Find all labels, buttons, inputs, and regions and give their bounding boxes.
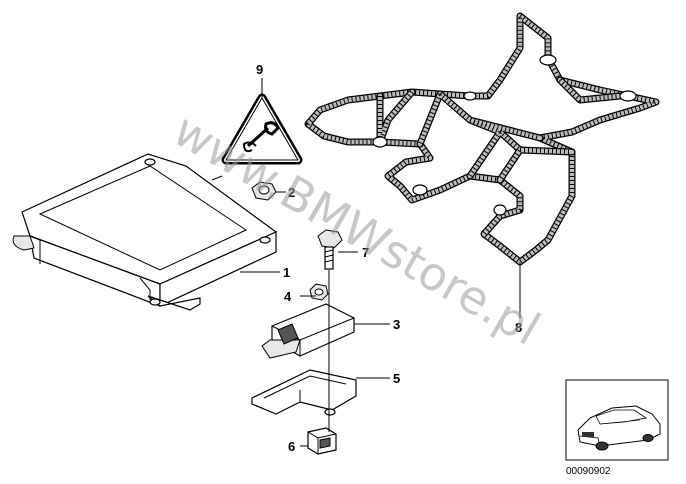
callout-8: 8: [515, 320, 522, 335]
callout-7: 7: [362, 245, 369, 260]
retaining-clip[interactable]: [307, 427, 337, 455]
callout-3: 3: [393, 317, 400, 332]
callout-1: 1: [283, 265, 290, 280]
mounting-bracket[interactable]: [251, 369, 357, 416]
diagram-part-number: 00090902: [566, 466, 611, 477]
callout-4: 4: [284, 289, 292, 304]
callout-5: 5: [393, 371, 400, 386]
hex-bolt[interactable]: [317, 229, 343, 270]
small-nut[interactable]: [309, 283, 329, 301]
callout-6: 6: [288, 439, 295, 454]
crash-sensor[interactable]: [261, 303, 355, 359]
vehicle-thumbnail[interactable]: [565, 379, 669, 461]
hex-nut[interactable]: [251, 181, 277, 201]
wrench-icon: [242, 121, 280, 153]
airbag-control-unit[interactable]: [12, 153, 278, 311]
car-icon: [577, 405, 661, 451]
leader-lines: [211, 78, 521, 447]
wiring-harness[interactable]: [304, 12, 660, 266]
warning-label-triangle[interactable]: [221, 93, 303, 165]
callout-9: 9: [256, 62, 263, 77]
callout-2: 2: [288, 185, 295, 200]
